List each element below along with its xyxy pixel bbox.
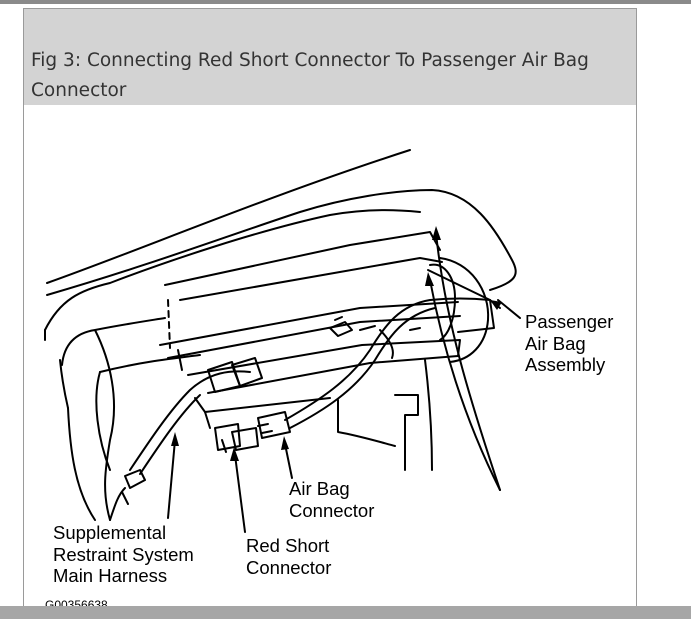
label-red-short-connector: Red Short Connector	[246, 535, 332, 578]
red-short-connector-shape	[214, 423, 259, 453]
caption-bar	[24, 9, 636, 105]
harness-cable	[109, 357, 263, 521]
arrow-heads	[171, 226, 502, 461]
air-bag-assembly	[159, 231, 495, 429]
label-passenger-air-bag-assembly: Passenger Air Bag Assembly	[525, 311, 614, 375]
label-srs-main-harness: Supplemental Restraint System Main Harne…	[53, 522, 194, 586]
top-rule	[0, 0, 691, 4]
bottom-bar	[0, 606, 691, 619]
figure-frame	[23, 8, 637, 610]
figure-caption: Fig 3: Connecting Red Short Connector To…	[31, 50, 589, 101]
label-air-bag-connector: Air Bag Connector	[289, 478, 375, 521]
glove-opening	[95, 329, 433, 471]
leader-lines	[167, 232, 521, 533]
air-bag-connector-cable	[257, 297, 491, 439]
dashboard-outline	[44, 149, 517, 521]
